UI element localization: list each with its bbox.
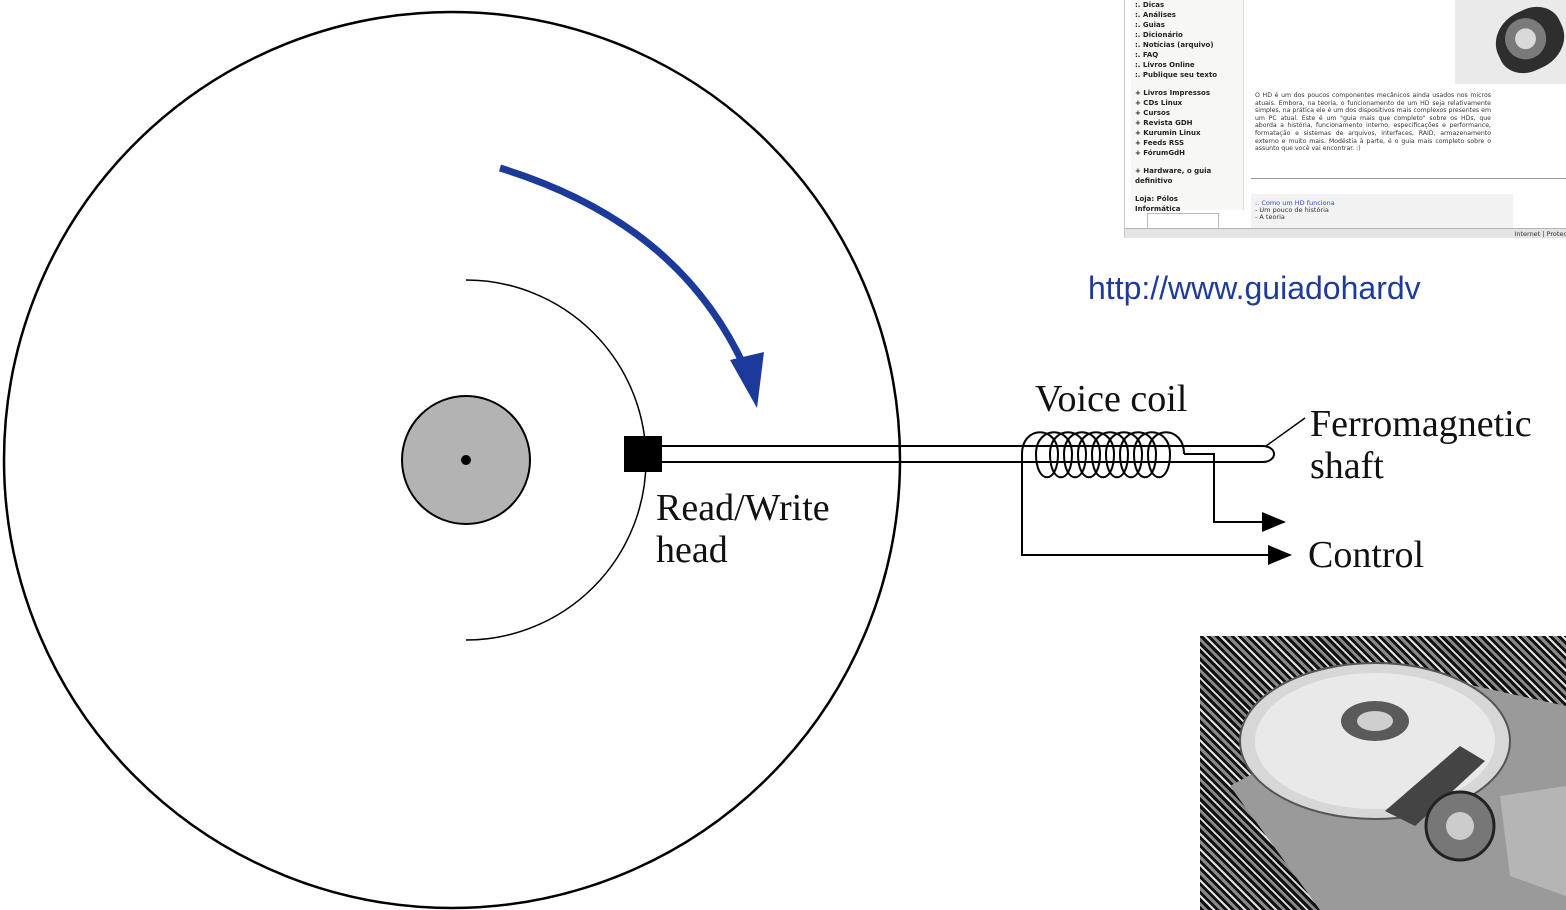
shaft-label: Ferromagnetic shaft — [1310, 403, 1532, 487]
sidebar-item[interactable]: + Feeds RSS — [1135, 139, 1185, 147]
browser-status-bar: Internet | Protec — [1125, 228, 1566, 238]
toc-link[interactable]: :. Como um HD funciona — [1255, 199, 1335, 207]
sidebar-item[interactable]: :. Análises — [1135, 11, 1176, 19]
platter — [2, 10, 902, 910]
hard-drive-photo — [1200, 636, 1566, 910]
sidebar-item[interactable]: + Livros Impressos — [1135, 89, 1211, 97]
sidebar-item[interactable]: Informática — [1135, 205, 1181, 213]
site-sidebar: :. Dicas :. Análises :. Guias :. Dicioná… — [1131, 0, 1244, 213]
sidebar-item[interactable]: :. Dicas — [1135, 1, 1165, 9]
sidebar-item[interactable]: :. Publique seu texto — [1135, 71, 1218, 79]
coil-lead-right — [1184, 453, 1286, 532]
rotation-arrow — [498, 164, 749, 370]
sidebar-item[interactable]: :. Notícias (arquivo) — [1135, 41, 1214, 49]
control-label: Control — [1308, 534, 1425, 576]
read-write-head — [624, 436, 662, 472]
url-text[interactable]: http://www.guiadohardv — [1088, 270, 1421, 306]
sidebar-item[interactable]: definitivo — [1135, 177, 1173, 185]
table-of-contents: :. Como um HD funciona - Um pouco de his… — [1251, 194, 1513, 234]
status-text: Internet | Protec — [1514, 230, 1566, 238]
sidebar-item[interactable]: + CDs Linux — [1135, 99, 1183, 107]
head-label: Read/Write head — [656, 487, 830, 571]
voice-coil — [1021, 431, 1185, 479]
sidebar-item[interactable]: + Hardware, o guia — [1135, 167, 1212, 175]
sidebar-item[interactable]: :. FAQ — [1135, 51, 1159, 59]
shaft-leader — [1265, 417, 1306, 447]
sidebar-item[interactable]: + Revista GDH — [1135, 119, 1193, 127]
sidebar-item[interactable]: Loja: Pólos — [1135, 195, 1178, 203]
search-input[interactable] — [1147, 213, 1219, 229]
sidebar-item[interactable]: + Kurumin Linux — [1135, 129, 1201, 137]
toc-item[interactable]: - A teoria — [1255, 213, 1285, 221]
article-intro: O HD é um dos poucos componentes mecânic… — [1255, 92, 1491, 153]
coil-lead-left — [1021, 454, 1292, 565]
sidebar-item[interactable]: :. Guias — [1135, 21, 1165, 29]
sidebar-item[interactable]: + FórumGdH — [1135, 149, 1185, 157]
divider — [1251, 178, 1566, 179]
spindle-center — [461, 455, 471, 465]
sidebar-item[interactable]: + Cursos — [1135, 109, 1171, 117]
rotation-arrow-head — [730, 352, 764, 408]
sidebar-item[interactable]: :. Livros Online — [1135, 61, 1195, 69]
site-header-image — [1455, 0, 1566, 84]
sidebar-item[interactable]: :. Dicionário — [1135, 31, 1183, 39]
shaft-end — [1261, 445, 1275, 463]
website-screenshot: :. Dicas :. Análises :. Guias :. Dicioná… — [1124, 0, 1566, 238]
toc-item[interactable]: - Um pouco de história — [1255, 206, 1329, 214]
hard-drive-icon — [1485, 0, 1566, 82]
voice-coil-label: Voice coil — [1035, 378, 1188, 420]
